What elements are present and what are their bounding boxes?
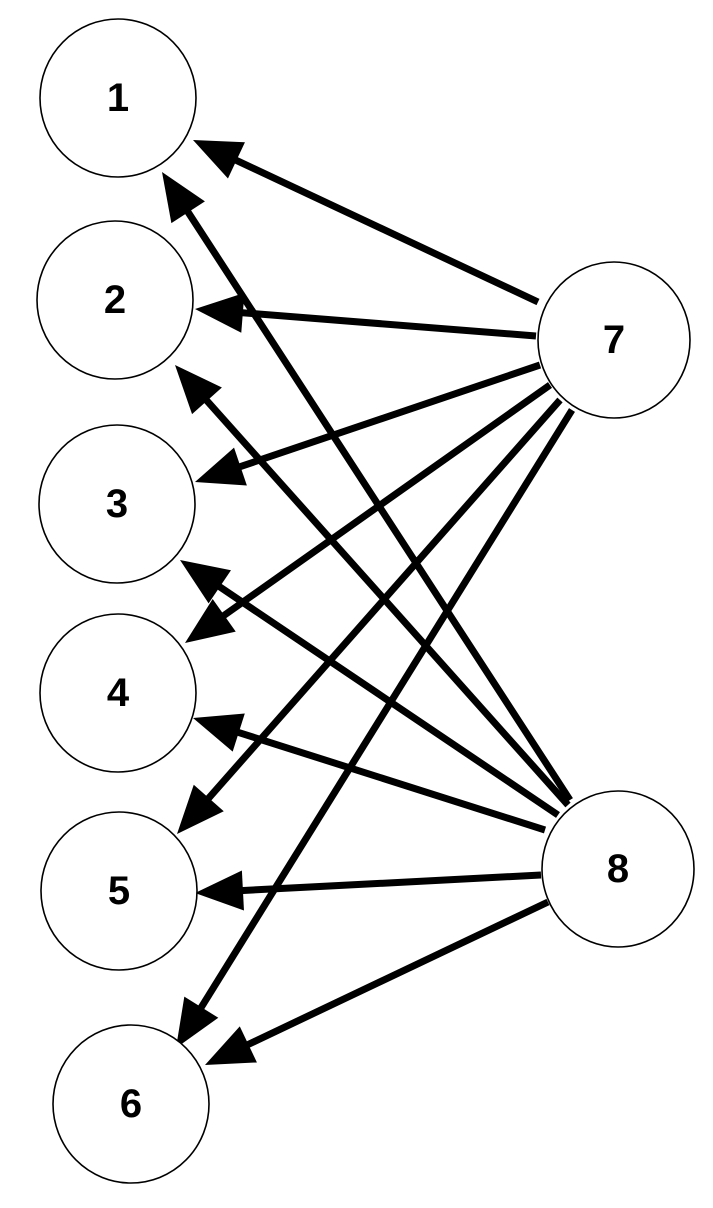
node-circle bbox=[541, 790, 695, 948]
edge-8-to-4 bbox=[193, 713, 547, 834]
arrowhead-icon bbox=[193, 713, 245, 752]
edge-8-to-1 bbox=[162, 172, 573, 802]
node-label: 2 bbox=[104, 278, 126, 322]
node-label: 8 bbox=[607, 847, 629, 891]
arrowhead-icon bbox=[195, 292, 245, 333]
edge-8-to-3 bbox=[180, 560, 560, 818]
edge-7-to-6 bbox=[176, 408, 575, 1048]
arrowhead-icon bbox=[175, 365, 222, 415]
node-label: 6 bbox=[120, 1082, 142, 1126]
node-label: 7 bbox=[603, 318, 625, 362]
node-circle bbox=[38, 424, 196, 584]
nodes-layer: 1 2 3 4 5 6 7 8 bbox=[36, 18, 695, 1184]
node-4: 4 bbox=[39, 613, 197, 773]
node-label: 5 bbox=[108, 869, 130, 913]
node-label: 4 bbox=[107, 671, 130, 715]
node-circle bbox=[537, 261, 691, 419]
node-circle bbox=[39, 18, 197, 178]
edge-8-to-6 bbox=[205, 898, 550, 1065]
edge-8-to-2 bbox=[175, 365, 571, 808]
node-8: 8 bbox=[541, 790, 695, 948]
arrowhead-icon bbox=[193, 140, 245, 179]
edge-line bbox=[184, 208, 573, 802]
arrowhead-icon bbox=[162, 172, 205, 224]
edge-7-to-1 bbox=[193, 140, 540, 306]
arrowhead-icon bbox=[185, 598, 236, 643]
node-circle bbox=[36, 220, 194, 380]
arrowhead-icon bbox=[177, 784, 224, 834]
node-5: 5 bbox=[40, 811, 198, 971]
edge-8-to-5 bbox=[195, 870, 542, 911]
edge-line bbox=[197, 408, 575, 1011]
arrowhead-icon bbox=[195, 447, 247, 486]
node-circle bbox=[39, 613, 197, 773]
node-circle bbox=[52, 1024, 210, 1184]
edge-line bbox=[203, 396, 571, 808]
edge-line bbox=[216, 582, 560, 818]
edge-line bbox=[245, 898, 550, 1049]
node-2: 2 bbox=[36, 220, 194, 380]
arrowhead-icon bbox=[205, 1026, 257, 1065]
edges-layer bbox=[162, 140, 575, 1065]
edge-line bbox=[233, 156, 540, 306]
node-6: 6 bbox=[52, 1024, 210, 1184]
arrowhead-icon bbox=[195, 870, 244, 911]
arrowhead-icon bbox=[180, 560, 231, 604]
edge-line bbox=[240, 871, 542, 895]
edge-line bbox=[220, 382, 553, 620]
edge-line bbox=[237, 361, 542, 471]
node-circle bbox=[40, 811, 198, 971]
node-7: 7 bbox=[537, 261, 691, 419]
edge-line bbox=[240, 309, 537, 340]
arrowhead-icon bbox=[176, 996, 219, 1048]
node-label: 1 bbox=[107, 76, 129, 120]
edge-7-to-3 bbox=[195, 361, 542, 486]
node-3: 3 bbox=[38, 424, 196, 584]
node-1: 1 bbox=[39, 18, 197, 178]
edge-line bbox=[235, 728, 547, 834]
edge-7-to-4 bbox=[185, 382, 553, 643]
node-label: 3 bbox=[106, 482, 128, 526]
edge-7-to-2 bbox=[195, 292, 537, 340]
